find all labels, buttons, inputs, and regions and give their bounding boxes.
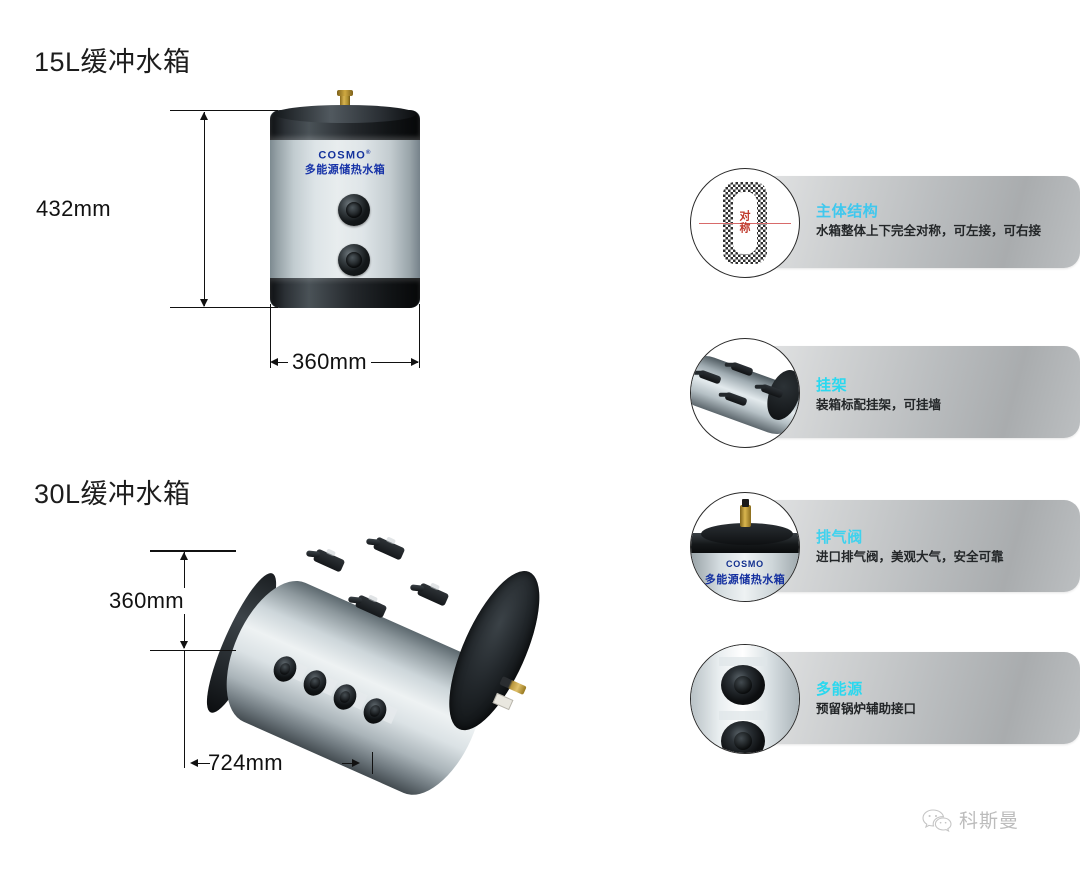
dim-arrow-up-30l (180, 552, 188, 560)
feature-callout-wall-bracket: 挂架 装箱标配挂架，可挂墙 (690, 338, 1080, 448)
dim-label-height-15l: 432mm (36, 196, 111, 221)
valve-photo (740, 499, 751, 527)
dim-label-height-30l: 360mm (106, 588, 187, 614)
section-title-30l: 30L缓冲水箱 (34, 479, 191, 509)
feature-title: 主体结构 (816, 203, 879, 220)
wall-bracket-4 (416, 582, 450, 607)
dim-ext-top-30l (150, 550, 236, 552)
dim-arrow-up-15l (200, 112, 208, 120)
tank-port-upper (338, 194, 370, 226)
tank-body: COSMO® 多能源储热水箱 (270, 110, 420, 308)
port-photo-upper (721, 665, 765, 705)
dim-ext-top-15l (170, 110, 278, 111)
dim-line-left-30l (198, 763, 210, 764)
air-vent-valve-photo-icon: COSMO 多能源储热水箱 (690, 492, 800, 602)
section-title-15l: 15L缓冲水箱 (34, 47, 191, 77)
dim-label-length-30l: 724mm (208, 750, 283, 775)
wall-bracket-1 (312, 548, 346, 573)
feature-description: 装箱标配挂架，可挂墙 (816, 398, 942, 412)
feature-panel (752, 346, 1080, 438)
brand-en-text: COSMO (318, 149, 366, 162)
dim-arrow-left-15l (270, 358, 278, 366)
photo-brand-cn: 多能源储热水箱 (704, 574, 786, 586)
port-photo-label-1 (719, 657, 767, 666)
port-photo-lower (721, 721, 765, 753)
feature-description: 进口排气阀，美观大气，安全可靠 (816, 550, 1004, 564)
feature-title: 排气阀 (816, 529, 863, 546)
port-photo-label-2 (719, 711, 767, 720)
watermark-text: 科斯曼 (959, 811, 1020, 832)
feature-panel (752, 652, 1080, 744)
dim-arrow-down-15l (200, 299, 208, 307)
dim-ext-right-30l (372, 752, 373, 774)
dim-ext-bottom-15l (170, 307, 278, 308)
tank-vertical-15l: COSMO® 多能源储热水箱 (270, 90, 420, 308)
symmetry-label: 对称 (739, 210, 751, 234)
dim-line-right-30l (342, 763, 354, 764)
tank-cap-bottom (270, 278, 420, 308)
brand-cn-label: 多能源储热水箱 (304, 163, 386, 176)
dim-label-width-15l: 360mm (288, 349, 371, 375)
feature-title: 挂架 (816, 377, 848, 394)
tank-port-lower (338, 244, 370, 276)
feature-callout-multi-energy: 多能源 预留锅炉辅助接口 (690, 644, 1080, 754)
feature-panel (752, 500, 1080, 592)
boiler-ports-photo-icon (690, 644, 800, 754)
product-image-15l: COSMO® 多能源储热水箱 432mm 360mm (36, 88, 460, 398)
tank-horizontal-30l (195, 536, 558, 810)
feature-description: 水箱整体上下完全对称，可左接，可右接 (816, 224, 1042, 238)
product-image-30l: 360mm 724mm (106, 520, 558, 810)
dim-arrow-left-30l (190, 759, 198, 767)
feature-description: 预留锅炉辅助接口 (816, 702, 917, 716)
feature-callout-main-structure: 主体结构 水箱整体上下完全对称，可左接，可右接 对称 (690, 168, 1080, 278)
wall-bracket-2 (372, 536, 406, 561)
dim-ext-right-15l (419, 304, 420, 368)
photo-brand-en: COSMO (725, 559, 764, 569)
dim-ext-bottom-30l (150, 650, 236, 651)
wechat-icon (922, 808, 952, 832)
dim-arrow-down-30l (180, 641, 188, 649)
dim-ext-left-30l (184, 650, 185, 768)
wall-bracket-photo-icon (690, 338, 800, 448)
brand-en-label: COSMO® (270, 150, 420, 162)
symmetry-axis-line (699, 223, 791, 224)
tank-branding: COSMO® 多能源储热水箱 (270, 150, 420, 176)
tank-photo-shell (691, 551, 799, 601)
dim-arrow-right-15l (411, 358, 419, 366)
watermark: 科斯曼 (922, 806, 1019, 833)
feature-panel (752, 176, 1080, 268)
trademark-symbol: ® (365, 150, 372, 156)
dim-line-height-15l (204, 112, 205, 306)
dim-arrow-right-30l (352, 759, 360, 767)
tank-photo-dome (701, 523, 793, 545)
air-valve-icon (337, 90, 353, 112)
feature-callout-air-vent: 排气阀 进口排气阀，美观大气，安全可靠 COSMO 多能源储热水箱 (690, 492, 1080, 602)
symmetry-diagram-icon: 对称 (690, 168, 800, 278)
dim-ext-left-15l (270, 304, 271, 368)
tank-dome (274, 105, 416, 123)
feature-title: 多能源 (816, 681, 863, 698)
